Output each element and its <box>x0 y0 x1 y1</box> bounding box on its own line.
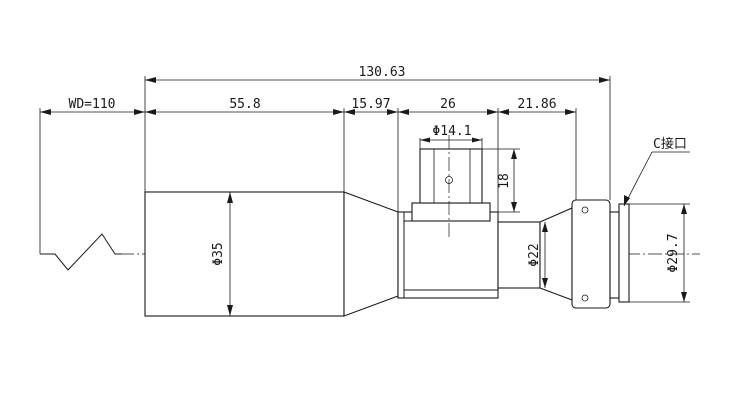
dim-front-barrel: 55.8 <box>229 97 260 112</box>
arrow <box>565 109 576 115</box>
flange-screw-bottom <box>581 294 589 302</box>
arrow <box>344 109 355 115</box>
front-barrel <box>144 191 345 317</box>
arrow <box>227 305 233 316</box>
mount-leader-line <box>623 151 653 207</box>
taper-section <box>343 191 399 317</box>
arrow <box>498 109 509 115</box>
dim-mount-diameter: Φ29.7 <box>666 233 681 272</box>
dim-front-diameter: Φ35 <box>211 242 226 265</box>
arrow <box>542 222 548 232</box>
dim-working-distance: WD=110 <box>69 97 116 112</box>
arrow <box>420 137 430 143</box>
arrow <box>40 109 51 115</box>
dim-mid-section: 26 <box>440 97 456 112</box>
arrow <box>472 137 482 143</box>
arrow <box>398 109 409 115</box>
arrow <box>599 77 610 83</box>
arrow <box>542 278 548 288</box>
arrow <box>511 149 517 159</box>
dim-taper: 15.97 <box>351 97 390 112</box>
flange-screw-top <box>581 206 589 214</box>
mount-flange <box>571 199 611 309</box>
arrow <box>145 77 156 83</box>
arrow <box>511 202 517 212</box>
port-collar <box>411 202 491 222</box>
arrow <box>134 109 145 115</box>
c-mount-thread <box>618 203 630 303</box>
dim-mid-diameter: Φ22 <box>527 243 542 266</box>
arrow <box>681 204 687 214</box>
c-mount-ring <box>609 211 620 299</box>
mount-label: C接口 <box>653 136 687 152</box>
dim-port-diameter: Φ14.1 <box>432 124 471 139</box>
arrow <box>624 195 630 206</box>
arrow <box>387 109 398 115</box>
arrow <box>145 109 156 115</box>
dim-rear-section: 21.86 <box>517 97 556 112</box>
dim-port-height: 18 <box>497 173 512 189</box>
side-port <box>419 148 483 204</box>
arrow <box>227 192 233 203</box>
mid-section <box>397 211 499 299</box>
arrow <box>487 109 498 115</box>
arrow <box>681 292 687 302</box>
wd-break-line <box>40 233 122 271</box>
dim-total-length: 130.63 <box>359 65 406 80</box>
arrow <box>333 109 344 115</box>
